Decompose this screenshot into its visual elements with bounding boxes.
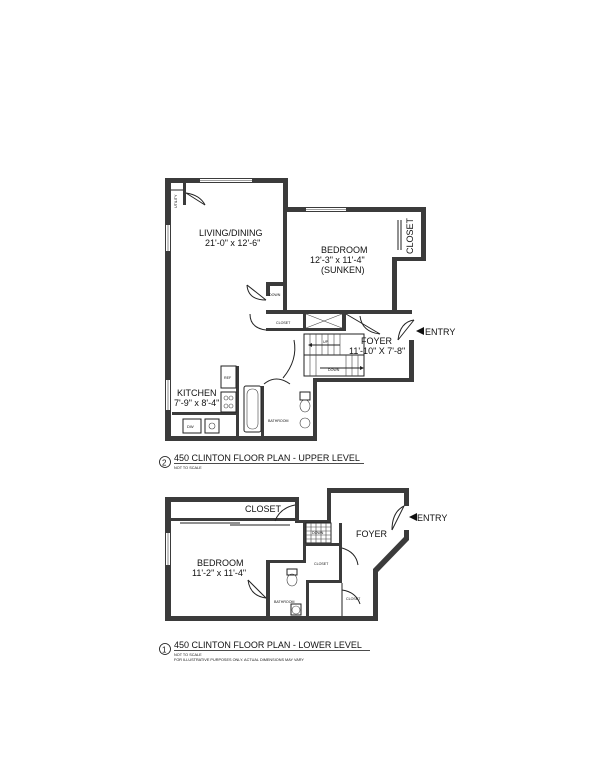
lower-title-marker xyxy=(159,643,171,655)
upper-closet-small-label: CLOSET xyxy=(276,321,291,325)
kitchen-dims: 7'-9" x 8'-4" xyxy=(174,398,219,408)
lower-disclaimer: FOR ILLUSTRATIVE PURPOSES ONLY. ACTUAL D… xyxy=(174,658,304,662)
upper-closet-right-label: CLOSET xyxy=(405,217,415,254)
upper-bedroom-dims: 12'-3" x 11'-4" xyxy=(310,255,365,265)
upper-scale-note: NOT TO SCALE xyxy=(174,466,202,470)
lower-bathroom-label: BATHROOM xyxy=(274,600,295,604)
lower-stairs xyxy=(305,522,332,544)
stairs-down-label: DOWN xyxy=(328,368,340,372)
upper-down-small-label: DOWN xyxy=(269,293,281,297)
lower-bedroom-dims: 11'-2" x 11'-4" xyxy=(192,568,246,578)
lower-level-plan: CLOSET DOWN FOYER ENTRY BEDROOM 11'-2" x… xyxy=(159,488,447,662)
lower-scale-note: NOT TO SCALE xyxy=(174,653,202,657)
lower-closet-top-label: CLOSET xyxy=(245,504,282,514)
upper-entry-label: ENTRY xyxy=(425,327,455,337)
kitchen-label: KITCHEN xyxy=(177,388,217,398)
living-dining-dims: 21'-0" x 12'-6" xyxy=(205,238,260,248)
dishwasher-label: DW xyxy=(187,424,194,429)
stairs-up-label: UP xyxy=(323,340,329,344)
upper-foyer-dims: 11'-10" X 7'-8" xyxy=(349,346,405,356)
upper-bathroom-label: BATHROOM xyxy=(268,419,289,423)
upper-bedroom-label: BEDROOM xyxy=(321,245,368,255)
lower-bedroom-label: BEDROOM xyxy=(197,558,244,568)
lower-foyer-label: FOYER xyxy=(356,529,388,539)
upper-stairs xyxy=(303,333,365,377)
lower-closet-right-label: CLOSET xyxy=(346,597,361,601)
upper-title-number: 2 xyxy=(162,459,167,468)
lower-closet-mid-label: CLOSET xyxy=(314,562,329,566)
lower-title: 450 CLINTON FLOOR PLAN - LOWER LEVEL xyxy=(174,640,362,650)
upper-foyer-label: FOYER xyxy=(361,336,393,346)
upper-title: 450 CLINTON FLOOR PLAN - UPPER LEVEL xyxy=(174,453,360,463)
utility-label: UTILITY xyxy=(174,194,178,208)
lower-title-number: 1 xyxy=(162,646,167,655)
upper-title-marker xyxy=(159,456,171,468)
upper-level-plan: UTILITY LIVING/DINING 21'-0" x 12'-6" BE… xyxy=(159,178,455,470)
living-dining-label: LIVING/DINING xyxy=(199,228,263,238)
lower-down-label: DOWN xyxy=(312,531,324,535)
ref-label: REF xyxy=(224,376,232,380)
upper-bedroom-note: (SUNKEN) xyxy=(321,265,365,275)
lower-entry-label: ENTRY xyxy=(417,513,447,523)
